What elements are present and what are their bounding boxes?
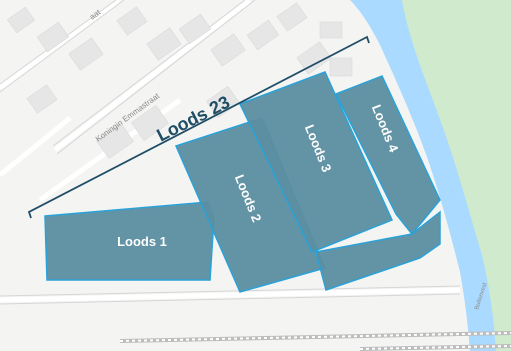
river — [350, 0, 496, 351]
building-label-loods-1: Loods 1 — [117, 234, 167, 249]
building-loods-1[interactable] — [44, 201, 215, 281]
complex-bracket — [27, 35, 370, 219]
building-loods-3[interactable] — [238, 71, 394, 253]
railway — [119, 331, 511, 351]
building-loods-4[interactable] — [334, 75, 441, 236]
residential-buildings — [6, 2, 353, 160]
warehouse-complex — [44, 71, 441, 293]
